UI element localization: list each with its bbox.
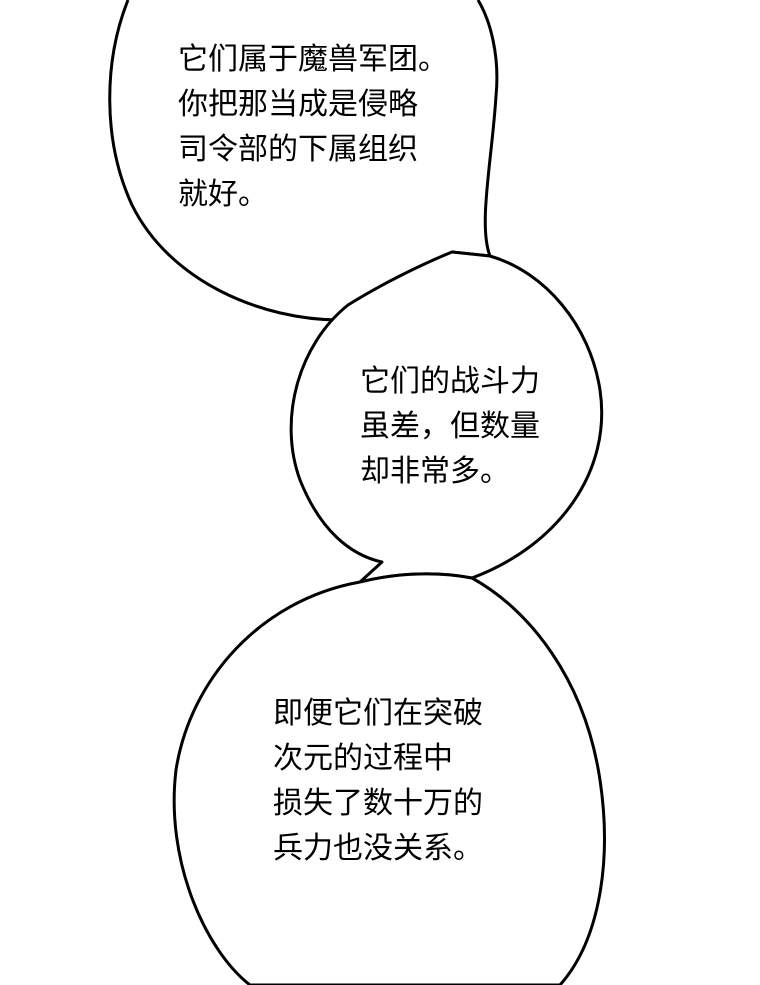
bubble-3-line-3: 损失了数十万的	[273, 786, 483, 821]
speech-bubble-3-text: 即便它们在突破 次元的过程中 损失了数十万的 兵力也没关系。	[273, 691, 483, 871]
bubble-3-line-2: 次元的过程中	[273, 741, 453, 776]
bubble-1-line-2: 你把那当成是侵略	[178, 87, 418, 122]
bubble-2-line-1: 它们的战斗力	[360, 364, 540, 399]
bubble-1-line-1: 它们属于魔兽军团。	[178, 42, 448, 77]
bubble-3-line-1: 即便它们在突破	[273, 696, 483, 731]
bubble-2-line-2: 虽差，但数量	[360, 409, 540, 444]
bubble-1-line-3: 司令部的下属组织	[178, 132, 418, 167]
bubble-1-line-4: 就好。	[178, 177, 268, 212]
bubble-3-line-4: 兵力也没关系。	[273, 831, 483, 866]
speech-bubble-3	[172, 572, 606, 985]
speech-bubble-2-text: 它们的战斗力 虽差，但数量 却非常多。	[360, 359, 540, 494]
bubble-2-line-3: 却非常多。	[360, 454, 510, 489]
speech-bubble-1-text: 它们属于魔兽军团。 你把那当成是侵略 司令部的下属组织 就好。	[178, 37, 448, 217]
